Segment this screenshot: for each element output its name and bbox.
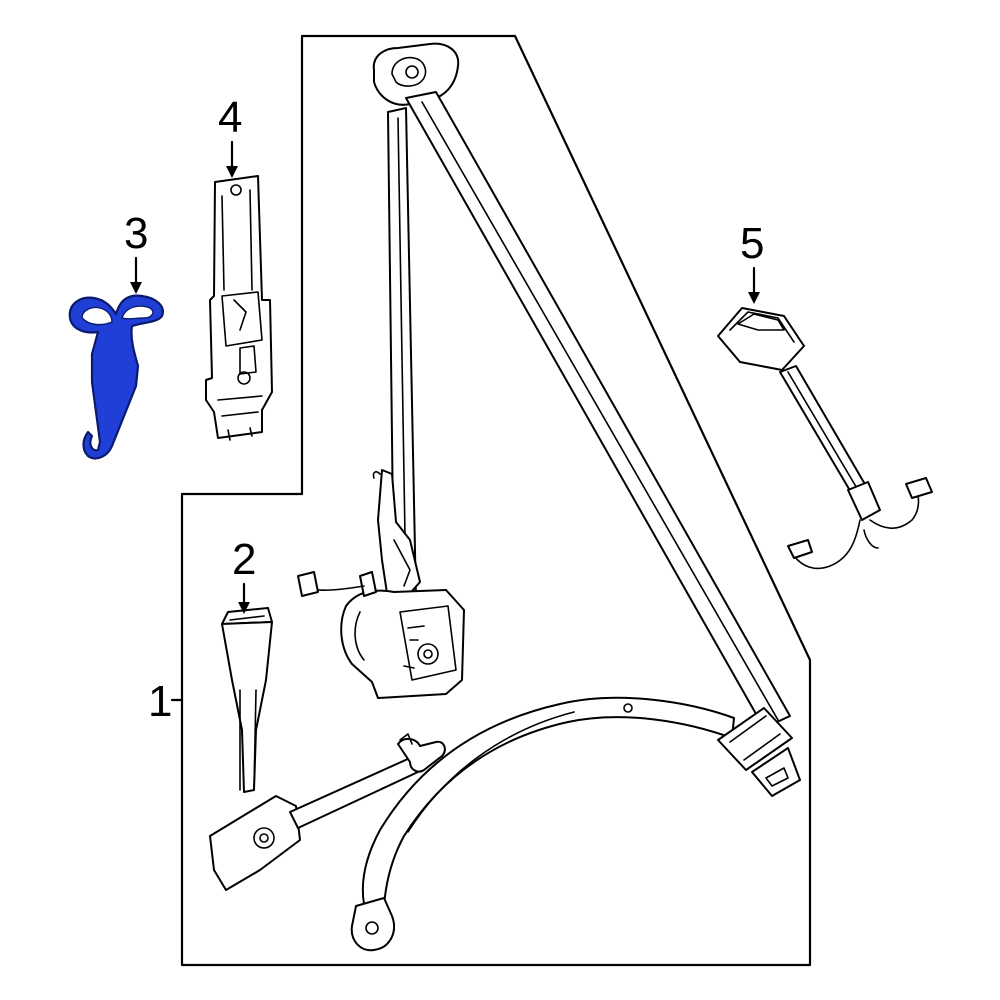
callout-5: 5 xyxy=(740,219,764,304)
part-5-buckle[interactable] xyxy=(717,307,933,570)
callout-2-arrow xyxy=(238,602,250,614)
callout-4-arrow xyxy=(226,166,238,178)
callout-3: 3 xyxy=(124,209,148,294)
part-1-retractor[interactable] xyxy=(297,469,465,699)
part-2-buckle-stalk[interactable] xyxy=(209,607,446,891)
callout-5-label: 5 xyxy=(740,219,764,268)
callout-5-arrow xyxy=(748,292,760,304)
part-4-height-adjuster[interactable] xyxy=(205,175,273,441)
callout-2: 2 xyxy=(232,535,256,614)
callout-3-label: 3 xyxy=(124,209,148,258)
part-1-retractor-webbing[interactable] xyxy=(350,42,801,952)
callout-2-label: 2 xyxy=(232,535,256,584)
assembly-boundary xyxy=(180,34,812,967)
callout-4: 4 xyxy=(218,93,242,178)
callout-4-label: 4 xyxy=(218,93,242,142)
callout-3-arrow xyxy=(130,282,142,294)
callout-1: 1 xyxy=(148,677,184,726)
part-3-clip[interactable] xyxy=(68,294,164,460)
callout-1-label: 1 xyxy=(148,677,172,726)
